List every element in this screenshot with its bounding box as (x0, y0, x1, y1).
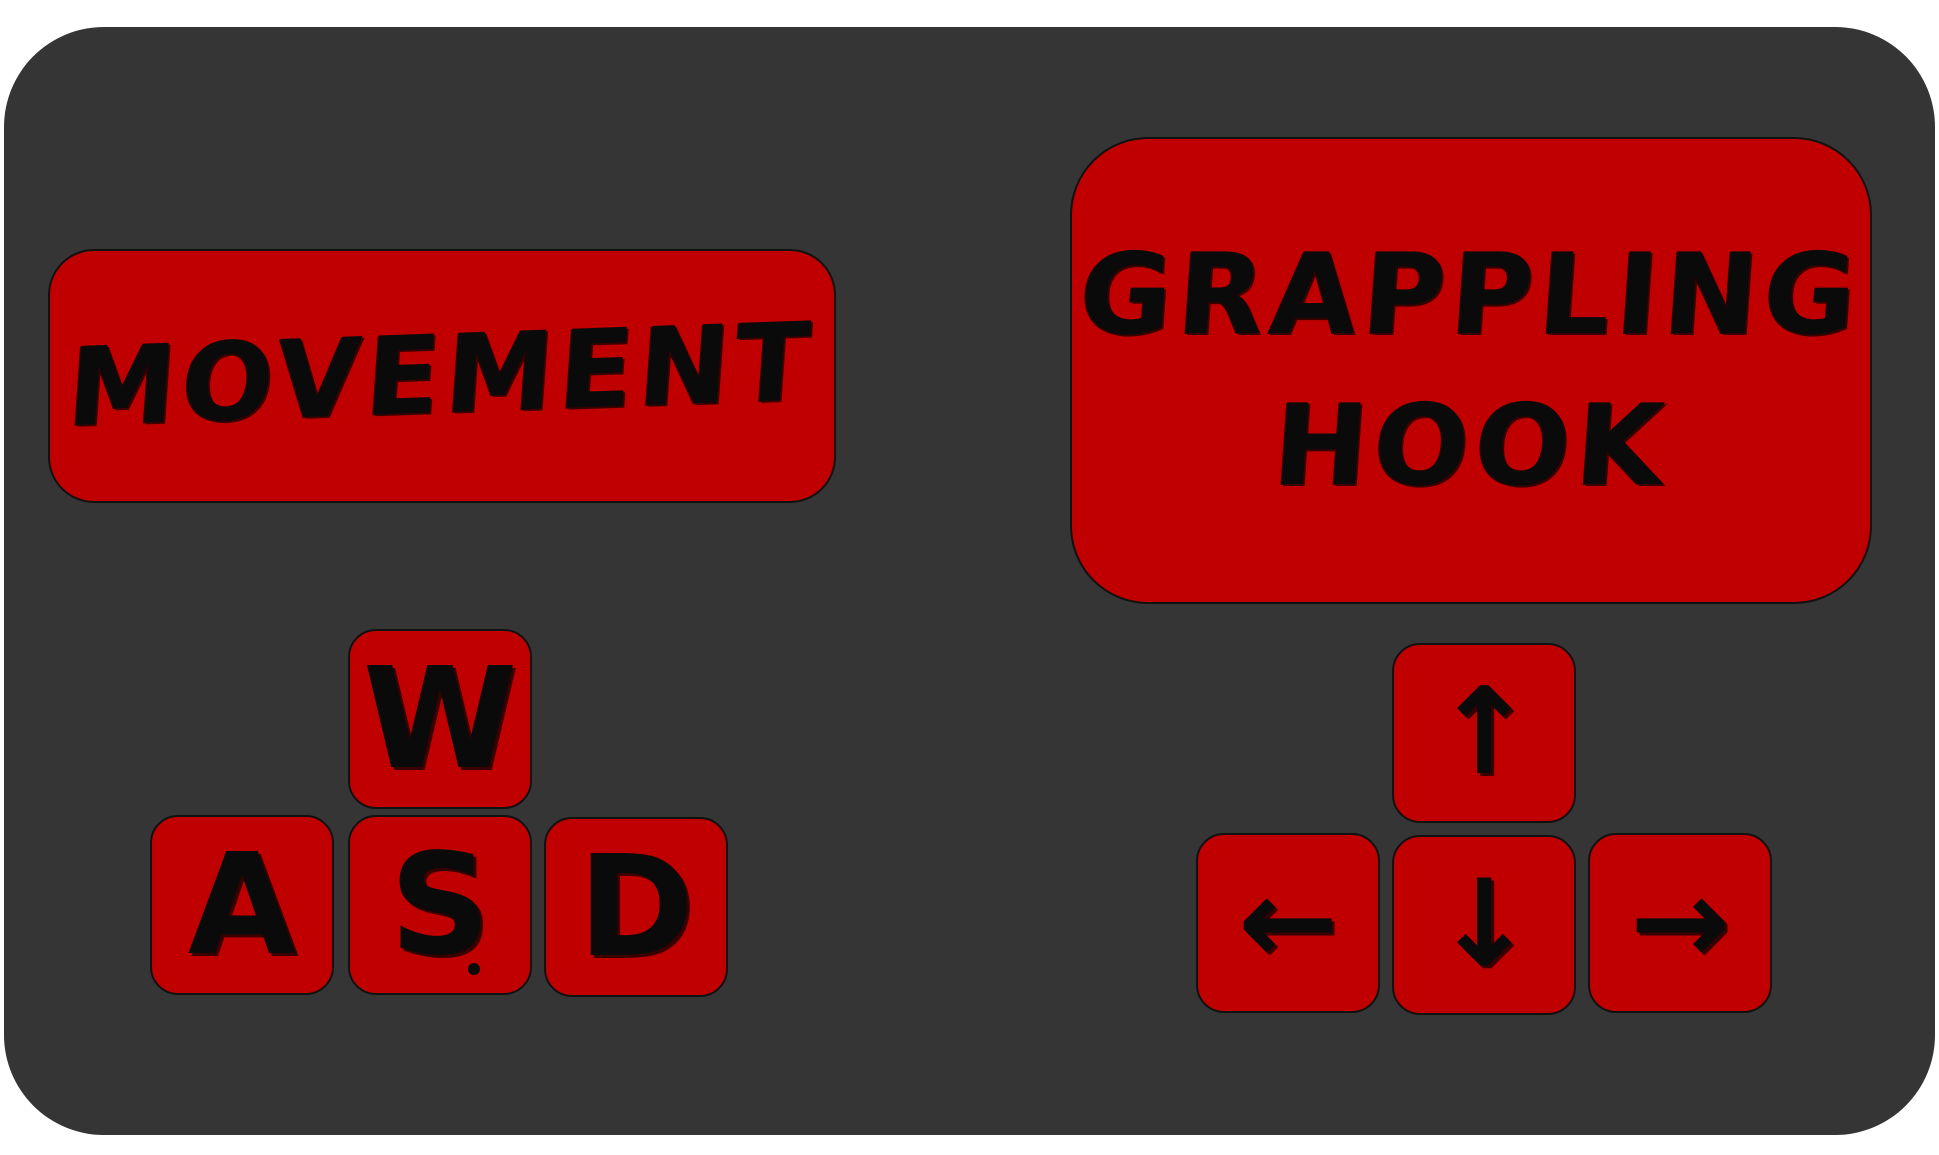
arrow-down-icon: ↓ (1433, 855, 1535, 994)
key-s: S (348, 815, 532, 995)
arrow-left-icon: ← (1237, 853, 1339, 992)
movement-title-box: MOVEMENT (48, 249, 836, 503)
grappling-title-line1: GRAPPLING (1075, 229, 1867, 360)
key-a-label: A (187, 823, 297, 987)
grappling-title-line2: HOOK (1268, 380, 1674, 511)
splatter-dot (468, 963, 480, 975)
movement-title: MOVEMENT (64, 299, 820, 452)
arrow-right-icon: → (1629, 853, 1731, 992)
key-w: W (348, 629, 532, 809)
key-a: A (150, 815, 334, 995)
key-d-label: D (577, 825, 695, 989)
key-arrow-down: ↓ (1392, 835, 1576, 1015)
arrow-up-icon: ↑ (1433, 663, 1535, 802)
key-d: D (544, 817, 728, 997)
grappling-hook-title-box: GRAPPLING HOOK (1070, 137, 1872, 604)
key-s-label: S (389, 823, 491, 987)
controls-panel: MOVEMENT GRAPPLING HOOK W A S D ↑ ← ↓ → (4, 27, 1935, 1135)
key-arrow-right: → (1588, 833, 1772, 1013)
key-arrow-left: ← (1196, 833, 1380, 1013)
key-arrow-up: ↑ (1392, 643, 1576, 823)
key-w-label: W (362, 637, 518, 801)
